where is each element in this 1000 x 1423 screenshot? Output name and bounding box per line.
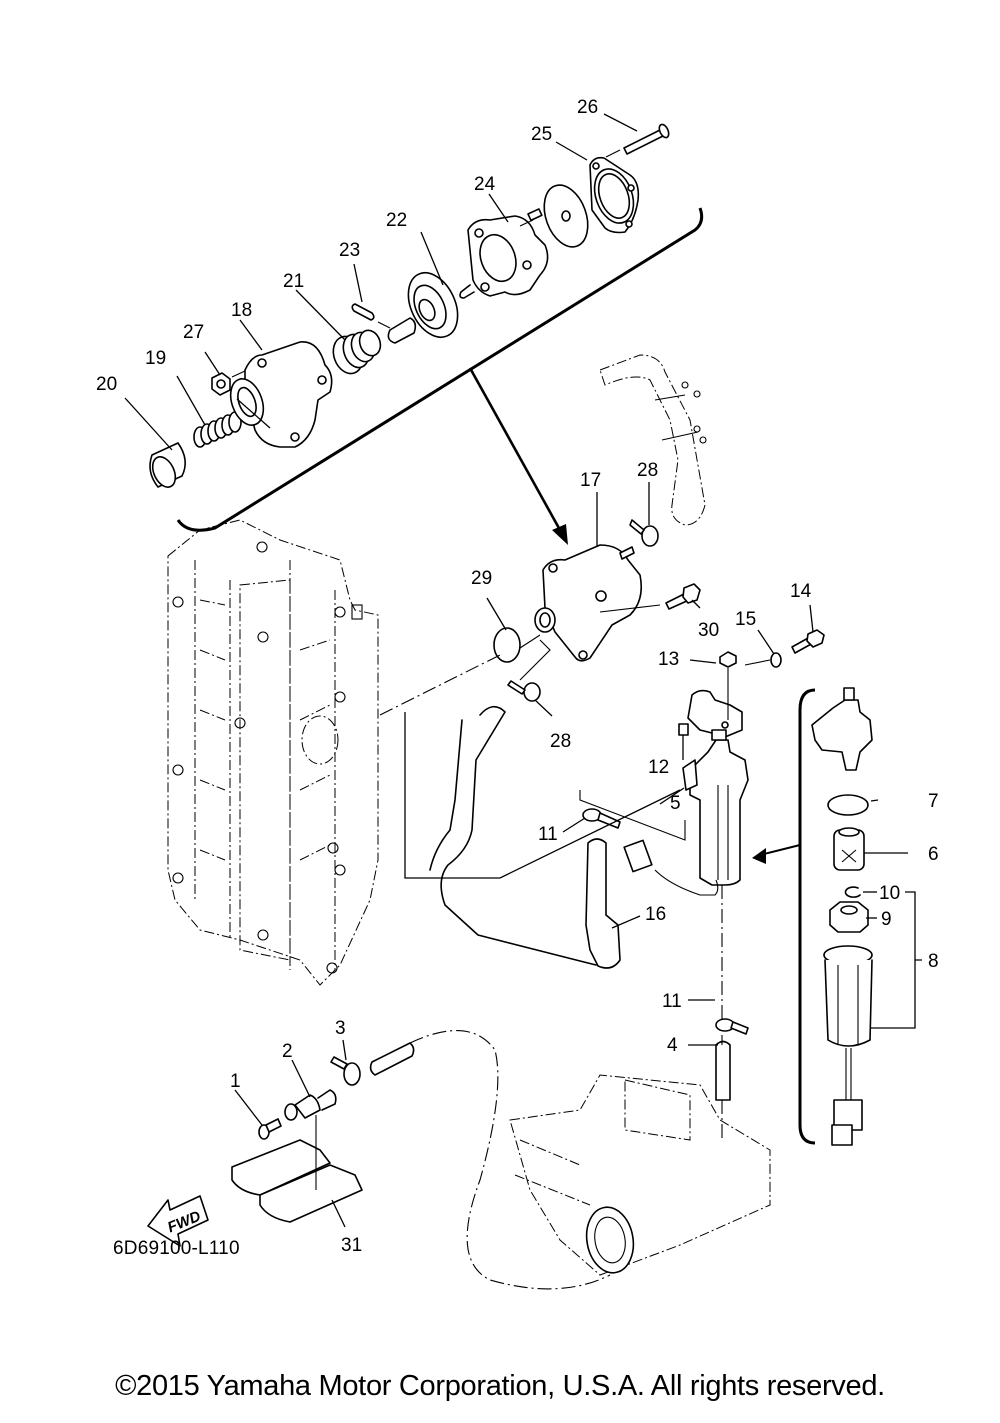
part-17-fuel-pump	[534, 544, 643, 662]
part-19-spring	[193, 411, 242, 448]
part-10-clip	[844, 886, 861, 898]
part-diaphragm-disc	[543, 184, 589, 248]
drawing-code: 6D69100-L110	[113, 1238, 240, 1259]
callout-8: 8	[928, 951, 939, 972]
part-27-nut	[211, 372, 231, 396]
part-23-pin	[351, 303, 375, 321]
part-2-connector	[284, 1089, 337, 1121]
part-13-nut	[719, 651, 737, 668]
assembly-line	[404, 712, 681, 879]
callouts: 1 2 3 4 5 6 7 8 9 10 11 11 12 13 14 15 1…	[96, 97, 939, 1256]
part-28-clamp-upper	[629, 519, 659, 547]
callout-5: 5	[670, 793, 681, 814]
callout-7: 7	[928, 791, 939, 812]
filter-group-arrow	[752, 848, 766, 864]
lower-engine-outline	[509, 1074, 771, 1276]
callout-4: 4	[667, 1035, 678, 1056]
callout-12: 12	[648, 757, 669, 778]
callout-27: 27	[183, 322, 204, 343]
assembly-line	[379, 654, 501, 716]
hose-end	[369, 1042, 415, 1076]
assembly-line	[519, 604, 771, 720]
part-21-spring	[332, 329, 382, 375]
callout-28-upper: 28	[637, 460, 658, 481]
callout-2: 2	[282, 1041, 293, 1062]
part-26-screw	[605, 123, 670, 158]
callout-16: 16	[645, 904, 666, 925]
part-11-clamp-lower	[715, 1018, 749, 1035]
callout-25: 25	[531, 124, 552, 145]
part-29-o-ring	[493, 627, 521, 663]
callout-29: 29	[471, 568, 492, 589]
assembly-line	[519, 639, 686, 841]
copyright-notice: ©2015 Yamaha Motor Corporation, U.S.A. A…	[115, 1370, 885, 1402]
part-30-bolt	[665, 583, 701, 610]
callout-19: 19	[145, 348, 166, 369]
part-1-screw	[258, 1118, 282, 1140]
leader-lines	[124, 113, 922, 1228]
callout-30: 30	[698, 620, 719, 641]
sensor-connector	[623, 839, 719, 896]
callout-13: 13	[658, 649, 679, 670]
part-8-filter-cup	[823, 945, 873, 1146]
part-16-hose	[429, 705, 621, 969]
callout-11-lower: 11	[662, 991, 682, 1012]
group-bracket	[176, 207, 704, 532]
part-7-o-ring	[827, 794, 869, 816]
callout-11-upper: 11	[538, 824, 558, 845]
part-25-cover	[589, 156, 640, 234]
callout-31: 31	[341, 1235, 362, 1256]
part-22-diaphragm	[387, 272, 459, 344]
part-4-hose	[715, 1040, 731, 1101]
callout-21: 21	[283, 271, 304, 292]
callout-17: 17	[580, 470, 601, 491]
part-12-bracket	[678, 689, 743, 738]
callout-26: 26	[577, 97, 598, 118]
callout-1: 1	[230, 1071, 241, 1092]
filter-group-bracket	[798, 688, 816, 1145]
pump-breakdown-group	[149, 123, 704, 545]
callout-28-lower: 28	[550, 731, 571, 752]
callout-23: 23	[339, 240, 360, 261]
part-24-pump-body	[459, 208, 549, 299]
part-31-cover	[231, 1115, 363, 1223]
fuel-line-path	[409, 1030, 611, 1290]
callout-18: 18	[231, 300, 252, 321]
part-28-clamp-lower	[507, 680, 541, 702]
callout-15: 15	[735, 609, 756, 630]
part-20-cap	[149, 442, 186, 488]
callout-14: 14	[790, 581, 812, 602]
part-18-housing	[229, 341, 333, 448]
callout-6: 6	[928, 844, 939, 865]
assembly-arrow-line	[468, 367, 562, 531]
part-3-clamp	[330, 1056, 361, 1086]
part-5-filter-body	[682, 729, 749, 886]
upper-hose-ghost	[599, 354, 707, 526]
callout-10: 10	[879, 883, 900, 904]
assembly-arrow-head	[552, 524, 568, 545]
callout-24: 24	[474, 174, 496, 195]
part-9-nut	[829, 901, 869, 933]
engine-block-outline	[167, 519, 379, 986]
part-11-clamp-upper	[582, 808, 621, 829]
callout-22: 22	[386, 210, 407, 231]
callout-3: 3	[335, 1018, 346, 1039]
part-14-bolt	[791, 629, 825, 654]
part-15-washer	[770, 652, 782, 668]
part-6-strainer	[833, 827, 865, 871]
callout-20: 20	[96, 374, 117, 395]
filter-head	[811, 687, 873, 771]
callout-9: 9	[881, 909, 892, 930]
